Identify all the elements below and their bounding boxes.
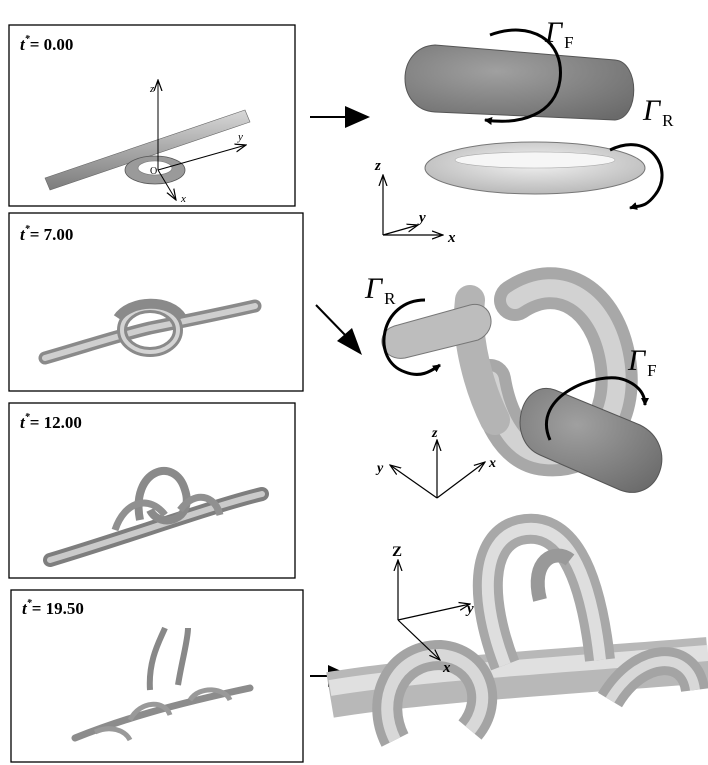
origin-label: O <box>150 166 157 177</box>
panel-t0: t*= 0.00 z y x O <box>9 25 295 206</box>
panel-t19-5: t*= 19.50 <box>11 590 303 762</box>
axis-x-label: x <box>442 660 451 676</box>
axis-y-label: y <box>375 461 384 476</box>
transition-arrows <box>310 106 370 687</box>
time-label: t*= 19.50 <box>22 598 84 618</box>
arrow-panel2-to-detail <box>316 305 347 337</box>
axis-x-label: x <box>488 456 496 471</box>
panel-t7: t*= 7.00 <box>9 213 303 391</box>
axis-z-label: Z <box>392 544 402 560</box>
arrow-head <box>345 106 370 128</box>
axis-y-label: y <box>465 601 474 617</box>
panel-t12: t*= 12.00 <box>9 403 295 578</box>
arrow-head <box>337 328 362 355</box>
axis-z-label: z <box>374 158 381 174</box>
axis-z-label: z <box>149 83 155 95</box>
axis-y-label: y <box>237 131 243 143</box>
time-label: t*= 12.00 <box>20 412 82 432</box>
axis-x-label: x <box>180 193 186 205</box>
axes-detail2: z x y <box>375 426 496 498</box>
vortex-cylinder <box>405 45 634 120</box>
vortex-cylinder-end <box>520 388 662 492</box>
axis-y-label: y <box>417 210 426 226</box>
vortex-loops <box>387 529 695 740</box>
axis-z-label: z <box>431 426 438 441</box>
detail-final: Z y x <box>330 529 708 740</box>
axis-x-label: x <box>447 230 456 246</box>
